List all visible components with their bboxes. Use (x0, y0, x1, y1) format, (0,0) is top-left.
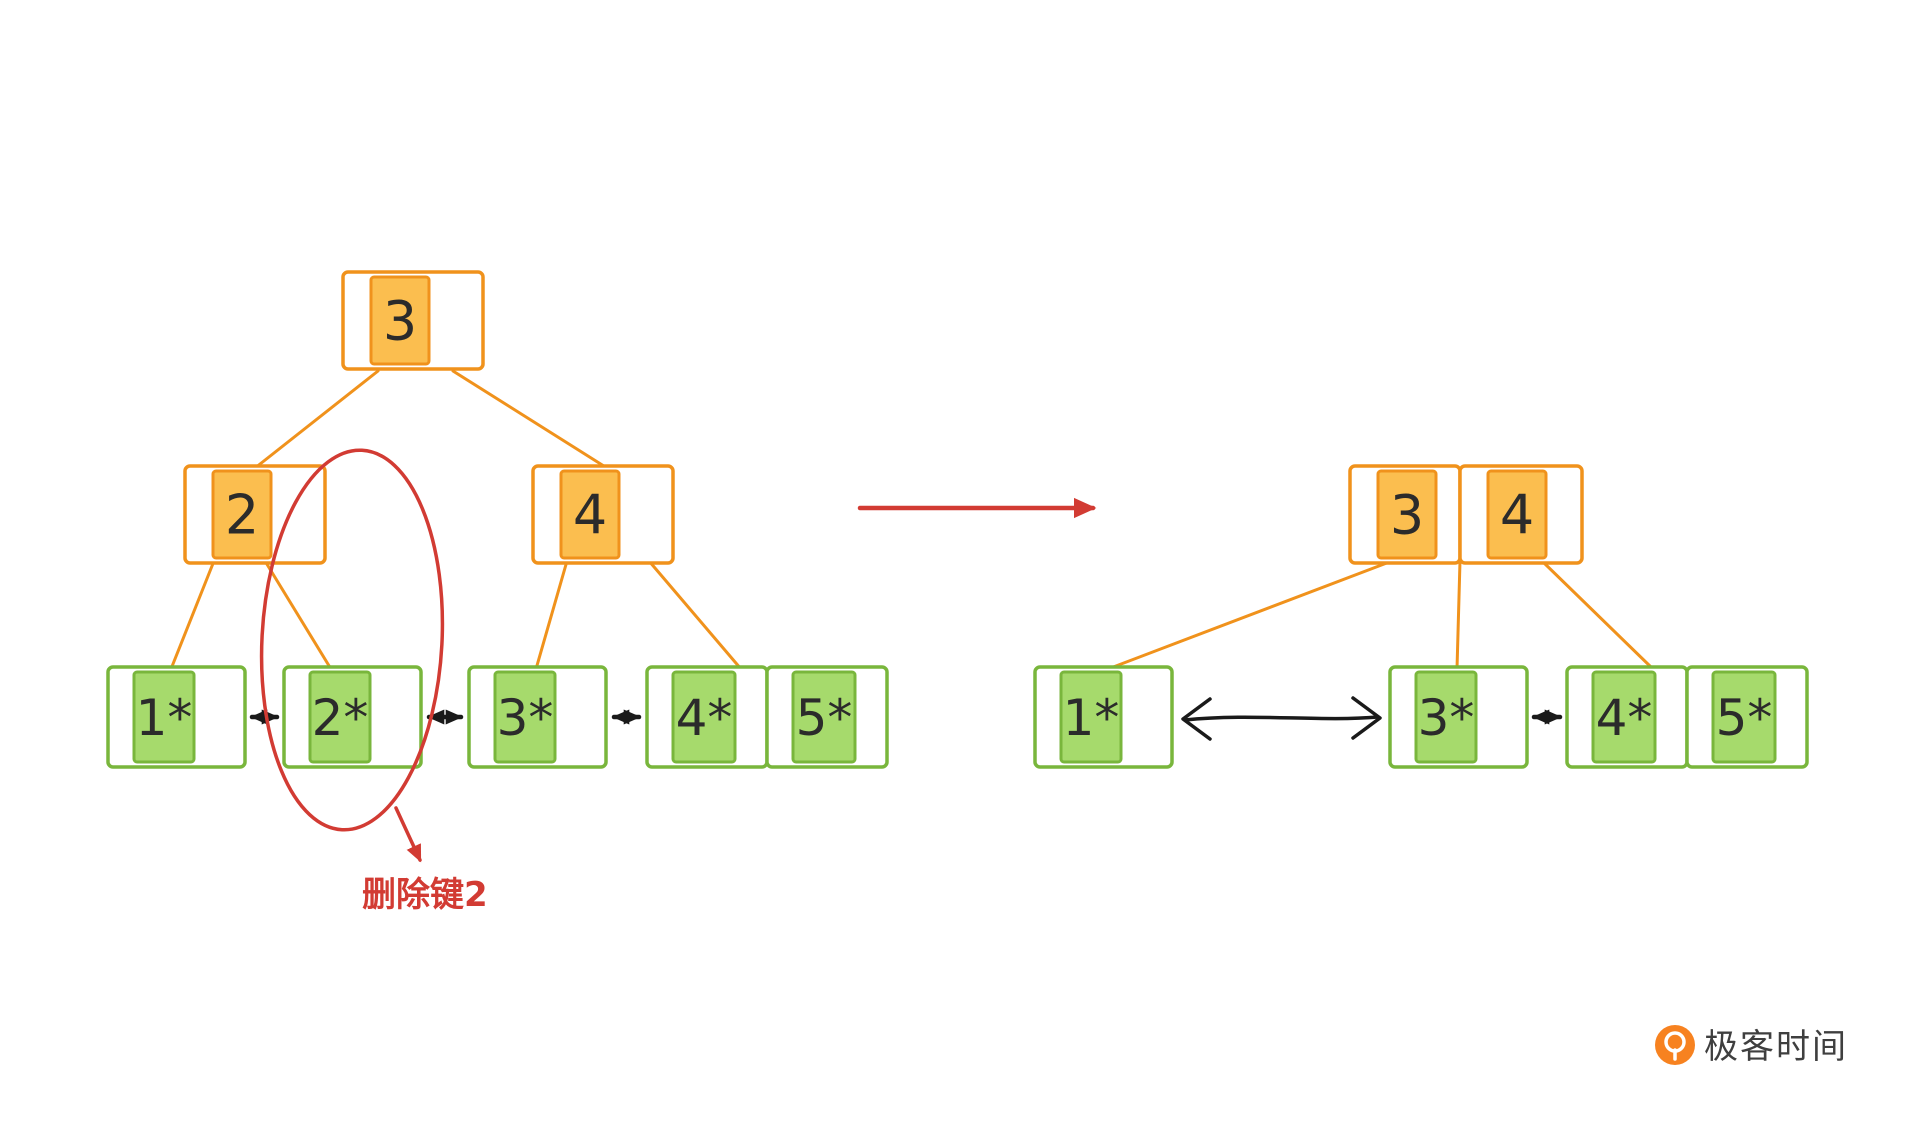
before-node2-key-cell (211, 469, 273, 560)
long-arrow-shaft (1183, 715, 1380, 722)
after-leaf45-key-5: 5* (1716, 689, 1773, 747)
after-tree-edges (1106, 559, 1655, 671)
before-leaf1-key: 1* (136, 689, 193, 747)
before-leaf3-key: 3* (497, 689, 554, 747)
before-node2-key: 2 (225, 484, 259, 547)
edge-node4-to-leaf45 (647, 559, 743, 671)
edge-node2-to-leaf1 (169, 559, 216, 671)
after-root-key-4: 4 (1500, 484, 1534, 547)
before-root-node: 3 (341, 270, 485, 371)
delete-annotation-label: 删除键2 (362, 875, 488, 915)
after-root-node: 3 4 (1348, 464, 1584, 565)
delete-ellipse (259, 448, 445, 832)
before-tree: 3 2 4 1* 2* 3* (106, 270, 889, 769)
before-leaf45-cell-4 (671, 670, 737, 764)
before-leaf45-key-4: 4* (676, 689, 733, 747)
before-root-key-cell (369, 275, 431, 366)
long-arrow-right-chevron (1351, 696, 1382, 740)
after-leaf45-key-4: 4* (1596, 689, 1653, 747)
edge-root-to-node4 (451, 369, 609, 470)
before-leaf45-key-5: 5* (796, 689, 853, 747)
after-root-key-cell-4 (1486, 469, 1548, 560)
edge-root-to-node2 (253, 369, 380, 470)
before-node4-key-cell (559, 469, 621, 560)
logo-circle (1655, 1025, 1695, 1065)
edge-node2-to-leaf2 (263, 559, 333, 671)
before-internal-node-4: 4 (531, 464, 675, 565)
after-leaf-3: 3* (1388, 665, 1529, 769)
after-leaf-link-long-arrow (1181, 696, 1382, 741)
delete-pointer-arrow (394, 806, 422, 863)
before-leaf-1: 1* (106, 665, 247, 769)
edge-node4-to-leaf3 (534, 559, 569, 671)
after-leaf3-key: 3* (1418, 689, 1475, 747)
after-tree: 3 4 1* 3* 4* 5* (1033, 464, 1809, 769)
after-leaf45-cell-4 (1591, 670, 1657, 764)
before-root-key: 3 (383, 290, 417, 353)
after-leaf45-cell-5 (1711, 670, 1777, 764)
before-leaf2-key: 2* (312, 689, 369, 747)
after-leaf3-cell (1414, 670, 1478, 764)
before-internal-node-2: 2 (183, 464, 327, 565)
before-leaf45-cell-5 (791, 670, 857, 764)
edge-after-root-to-leaf3 (1455, 559, 1462, 671)
after-root-key-cell-3 (1376, 469, 1438, 560)
before-node4-key: 4 (573, 484, 607, 547)
after-root-key-3: 3 (1390, 484, 1424, 547)
delete-annotation: 删除键2 (259, 448, 488, 915)
before-leaf-45: 4* 5* (645, 665, 889, 769)
before-tree-edges (169, 369, 743, 671)
after-leaf-1: 1* (1033, 665, 1174, 769)
footer-brand: 极客时间 (1655, 1025, 1848, 1067)
geektime-logo-icon (1655, 1025, 1695, 1065)
edge-after-root-to-leaf1 (1106, 559, 1394, 671)
before-leaf-2: 2* (282, 665, 423, 769)
after-leaf1-cell (1059, 670, 1123, 764)
after-leaf1-key: 1* (1063, 689, 1120, 747)
after-leaf-45: 4* 5* (1565, 665, 1809, 769)
footer-brand-text: 极客时间 (1704, 1027, 1848, 1067)
before-leaf3-cell (493, 670, 557, 764)
before-leaf1-cell (132, 670, 196, 764)
edge-after-root-to-leaf45 (1540, 559, 1655, 671)
before-leaf-3: 3* (467, 665, 608, 769)
before-leaf2-cell (308, 670, 372, 764)
long-arrow-left-chevron (1181, 697, 1212, 741)
